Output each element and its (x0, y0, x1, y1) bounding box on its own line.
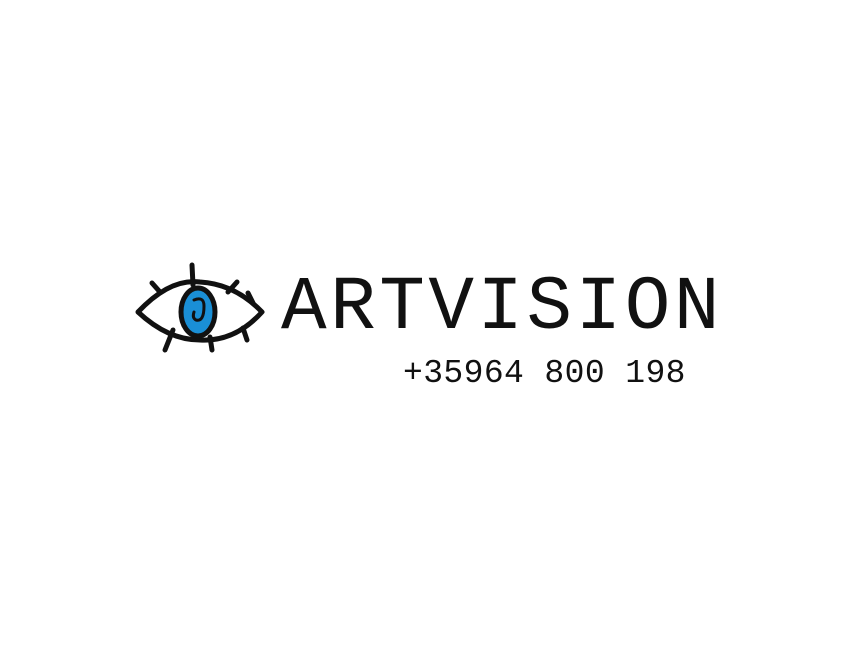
phone-number: +35964 800 198 (403, 355, 686, 392)
eye-icon (135, 262, 265, 353)
brand-name: ARTVISION (281, 265, 723, 351)
